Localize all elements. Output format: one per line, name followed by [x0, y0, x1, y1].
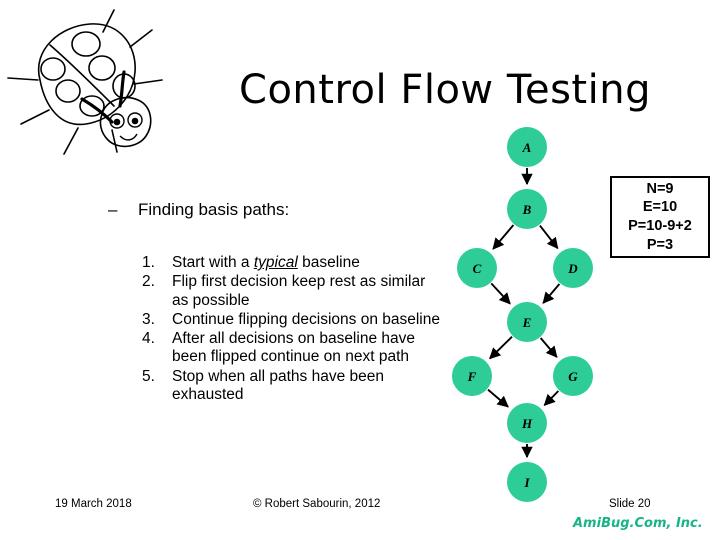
node-label: F [467, 369, 477, 384]
graph-node-d[interactable]: D [553, 248, 593, 288]
footer-copyright: © Robert Sabourin, 2012 [253, 498, 381, 510]
list-item: 3. Continue flipping decisions on baseli… [140, 311, 440, 329]
node-circle [507, 403, 547, 443]
graph-edge-b-to-d [539, 224, 559, 250]
node-label: H [521, 416, 533, 431]
footer-slide-number: Slide 20 [609, 498, 651, 510]
list-item: 1. Start with a typical baseline [140, 254, 440, 272]
graph-node-f[interactable]: F [452, 356, 492, 396]
list-item: 2. Flip first decision keep rest as simi… [140, 273, 440, 310]
node-circle [553, 356, 593, 396]
graph-edges [487, 168, 561, 459]
node-label: G [568, 369, 578, 384]
graph-node-i[interactable]: I [507, 462, 547, 502]
list-item: 4. After all decisions on baseline have … [140, 330, 440, 367]
list-item-text: Continue flipping decisions on baseline [172, 310, 440, 328]
step-emphasis: typical [253, 254, 298, 271]
node-label: E [522, 315, 532, 330]
graph-edge-b-to-c [492, 224, 515, 250]
step-text-after: baseline [297, 254, 360, 271]
graph-edge-e-to-f [489, 336, 513, 360]
node-circle [507, 189, 547, 229]
graph-node-g[interactable]: G [553, 356, 593, 396]
graph-edge-e-to-g [539, 337, 558, 358]
graph-edge-d-to-e [542, 283, 561, 304]
page-title: Control Flow Testing [239, 67, 651, 113]
node-circle [507, 302, 547, 342]
node-label: C [473, 261, 482, 276]
list-item: 5. Stop when all paths have been exhaust… [140, 368, 440, 405]
footer-date: 19 March 2018 [55, 498, 132, 510]
node-label: D [567, 261, 578, 276]
footer-brand-logo: AmiBug.Com, Inc. [573, 516, 703, 531]
graph-edge-c-to-e [490, 282, 511, 305]
list-item-text: Start with a typical baseline [172, 254, 440, 272]
list-item-number: 4. [142, 330, 155, 348]
graph-edge-g-to-h [543, 390, 559, 406]
list-item-number: 2. [142, 273, 155, 291]
graph-node-a[interactable]: A [507, 127, 547, 167]
list-item-number: 3. [142, 310, 155, 328]
list-item-text: After all decisions on baseline have bee… [172, 330, 415, 366]
dash-marker: – [108, 200, 118, 219]
list-item-text: Stop when all paths have been exhausted [172, 367, 384, 403]
graph-node-c[interactable]: C [457, 248, 497, 288]
node-label: B [522, 202, 532, 217]
node-circle [452, 356, 492, 396]
node-circle [457, 248, 497, 288]
formula-line-e: E=10 [642, 199, 678, 216]
list-item-text: Flip first decision keep rest as similar… [172, 273, 426, 309]
formula-line-p-value: P=3 [646, 236, 674, 253]
formula-line-n: N=9 [646, 180, 674, 197]
formula-line-p-expr: P=10-9+2 [628, 218, 692, 234]
graph-edge-f-to-h [487, 388, 509, 408]
node-label: A [522, 140, 532, 155]
node-circle [553, 248, 593, 288]
list-item-number: 5. [142, 367, 155, 385]
graph-node-e[interactable]: E [507, 302, 547, 342]
bullet-finding-basis-paths: – Finding basis paths: [108, 200, 289, 220]
list-item-number: 1. [142, 254, 155, 271]
ladybug-illustration [2, 2, 182, 162]
control-flow-graph: A B C D E F G H I [430, 118, 610, 508]
bullet-label: Finding basis paths: [138, 200, 290, 219]
node-circle [507, 127, 547, 167]
graph-node-b[interactable]: B [507, 189, 547, 229]
numbered-steps-list: 1. Start with a typical baseline 2. Flip… [140, 254, 440, 405]
cyclomatic-complexity-box: N=9 E=10 P=10-9+2 P=3 [610, 176, 710, 258]
node-label: I [523, 475, 530, 490]
node-circle [507, 462, 547, 502]
graph-node-h[interactable]: H [507, 403, 547, 443]
graph-nodes: A B C D E F G H I [452, 127, 593, 502]
step-text-before: Start with a [172, 254, 254, 271]
